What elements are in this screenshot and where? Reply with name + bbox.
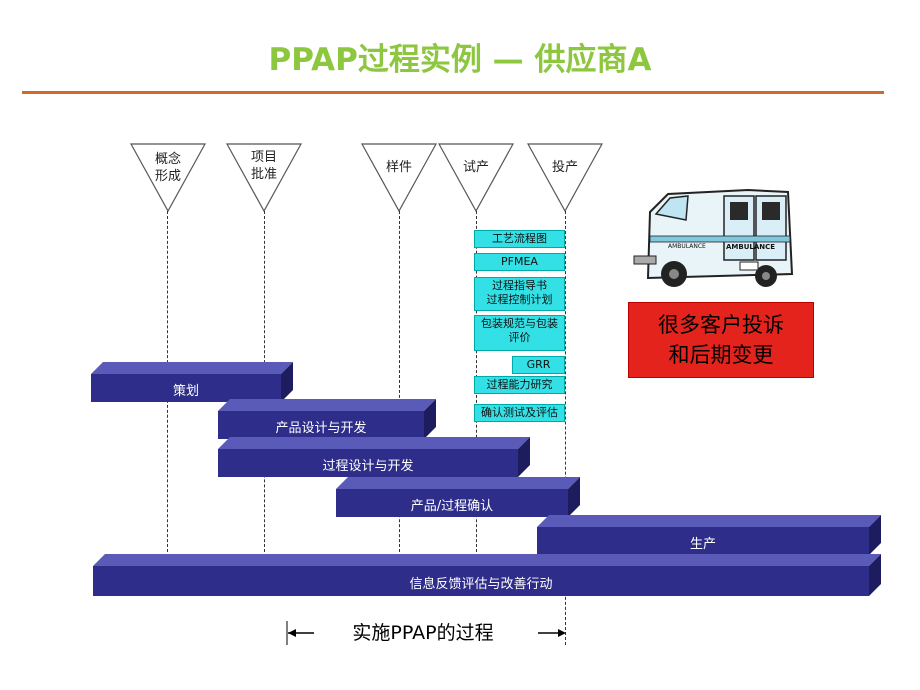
phase-bar-feedback: 信息反馈评估与改善行动 (93, 554, 881, 596)
milestone-trial: 试产 (438, 143, 514, 213)
phase-label: 产品/过程确认 (410, 499, 494, 514)
complaint-callout: 很多客户投诉 和后期变更 (628, 302, 814, 378)
doc-process-flow: 工艺流程图 (474, 230, 565, 248)
milestone-concept: 概念 形成 (130, 143, 206, 213)
ppap-bracket-arrow (286, 621, 566, 645)
phase-label: 信息反馈评估与改善行动 (409, 577, 553, 592)
milestone-label: 样件 (385, 160, 412, 175)
doc-grr: GRR (512, 356, 565, 374)
phase-label: 策划 (172, 384, 199, 399)
ambulance-side-text: AMBULANCE (668, 243, 706, 250)
milestone-label: 投产 (551, 160, 578, 175)
phase-bar-validation: 产品/过程确认 (336, 477, 580, 517)
phase-bar-product-design: 产品设计与开发 (218, 399, 436, 439)
doc-pfmea: PFMEA (474, 253, 565, 271)
phase-label: 产品设计与开发 (275, 421, 367, 436)
phase-label: 生产 (689, 537, 716, 552)
milestone-label: 概念 形成 (154, 152, 181, 184)
phase-bar-planning: 策划 (91, 362, 293, 402)
milestone-label: 项目 批准 (250, 150, 277, 182)
milestone-approval: 项目 批准 (226, 143, 302, 213)
title-divider (22, 91, 884, 94)
doc-packaging: 包装规范与包装 评价 (474, 315, 565, 351)
doc-capability: 过程能力研究 (474, 376, 565, 394)
phase-label: 过程设计与开发 (322, 459, 414, 474)
doc-instructions-control-plan: 过程指导书 过程控制计划 (474, 277, 565, 311)
doc-validation-test: 确认测试及评估 (474, 404, 565, 422)
ambulance-icon: AMBULANCE AMBULANCE (628, 182, 798, 298)
phase-bar-process-design: 过程设计与开发 (218, 437, 530, 477)
page-title: PPAP过程实例 — 供应商A (268, 42, 652, 78)
phase-bar-production: 生产 (537, 515, 881, 555)
ppap-implementation-label: 实施PPAP的过程 (352, 622, 494, 644)
milestone-line-prototype (399, 211, 400, 557)
ambulance-rear-text: AMBULANCE (726, 243, 775, 251)
milestone-label: 试产 (462, 160, 489, 175)
milestone-line-launch (565, 211, 566, 645)
milestone-launch: 投产 (527, 143, 603, 213)
milestone-prototype: 样件 (361, 143, 437, 213)
